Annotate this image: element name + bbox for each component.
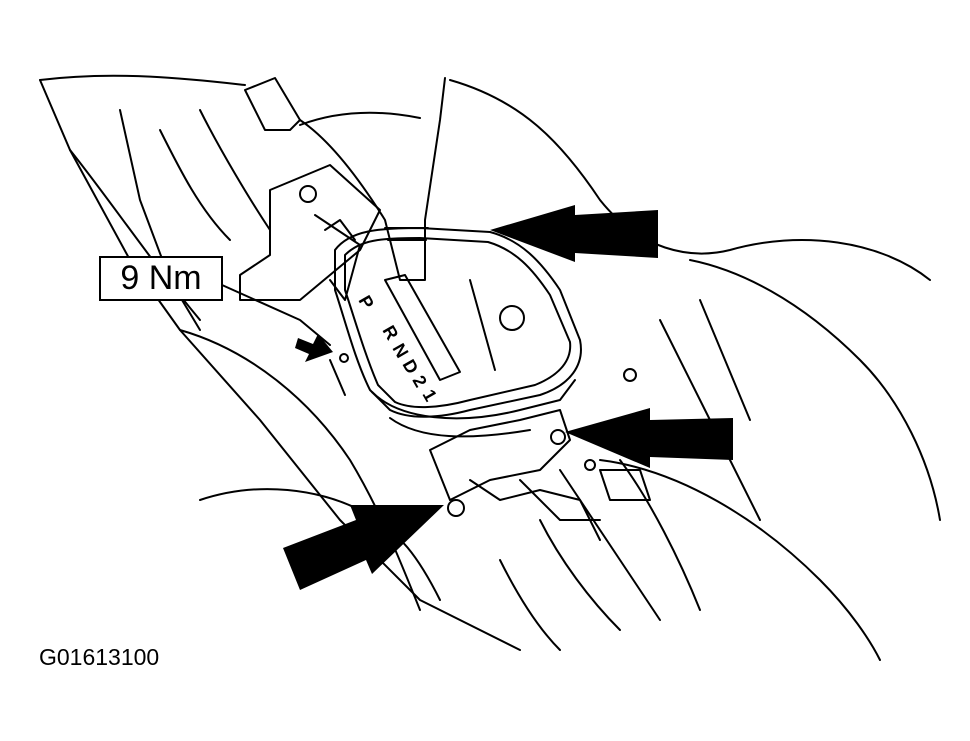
gear-letter-p: P — [355, 292, 378, 312]
torque-leader-line — [221, 284, 331, 346]
arrow-upper-right — [490, 205, 658, 262]
gear-letter-1: 1 — [419, 386, 441, 405]
shifter-bracket — [239, 164, 381, 301]
figure-id: G01613100 — [39, 644, 160, 670]
arrow-lower-left — [283, 505, 444, 590]
gear-letters: P R N D 2 1 — [355, 292, 441, 405]
torque-spec-label: 9 Nm — [99, 256, 223, 301]
callout-arrows — [283, 205, 733, 590]
gear-letter-n: N — [389, 340, 413, 361]
lower-mechanism — [329, 353, 651, 541]
arrow-right — [565, 408, 733, 468]
gear-letter-2: 2 — [409, 372, 431, 391]
gear-letter-d: D — [399, 356, 423, 377]
gear-indicator-bezel — [334, 227, 582, 438]
arrow-small-left — [295, 334, 333, 362]
gear-letter-r: R — [379, 322, 403, 343]
console-outlines — [39, 74, 941, 661]
